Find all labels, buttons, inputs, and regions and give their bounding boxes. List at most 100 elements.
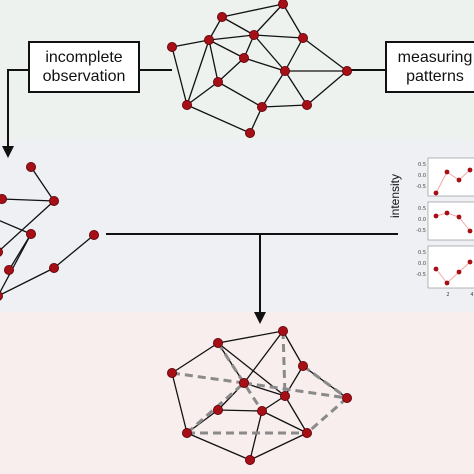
intensity-point: [467, 167, 473, 173]
intensity-axis-label: intensity: [388, 173, 402, 218]
network-edge: [186, 104, 251, 134]
reconstructed-node: [166, 367, 177, 378]
network-node: [301, 100, 312, 111]
intensity-point: [456, 269, 462, 275]
fragment-node: [49, 262, 60, 273]
fragment-edge: [0, 233, 32, 294]
x-tick-label: 2: [446, 292, 449, 298]
reconstructed-edge: [186, 432, 251, 461]
measuring-patterns-line-2: patterns: [406, 68, 464, 85]
intensity-point: [433, 213, 439, 219]
reconstructed-inferred-edge: [216, 342, 264, 412]
reconstructed-edge: [243, 330, 284, 384]
fragment-node: [25, 161, 36, 172]
intensity-point: [433, 190, 439, 196]
intensity-point: [467, 228, 473, 234]
network-edge: [208, 39, 219, 83]
reconstructed-network: [166, 325, 352, 465]
reconstructed-edge: [171, 372, 188, 434]
network-edge: [208, 34, 255, 41]
incomplete-observation-line-2: observation: [42, 68, 126, 85]
reconstructed-node: [212, 337, 223, 348]
network-node: [203, 35, 214, 46]
intensity-point: [456, 214, 462, 220]
measurement-band: [0, 140, 474, 312]
network-node: [256, 102, 267, 113]
fragment-edge: [0, 220, 32, 235]
y-tick-label: -0.5: [416, 184, 426, 190]
reconstructed-inferred-edge: [243, 381, 348, 400]
network-edge: [171, 39, 210, 48]
intensity-point: [433, 266, 439, 272]
reconstructed-edge: [171, 342, 219, 374]
arrow-to-partial-observations: [2, 69, 28, 158]
fragment-edge: [0, 200, 55, 252]
x-tick-label: 4: [470, 292, 473, 298]
fragment-edge: [30, 166, 55, 202]
fragment-edge: [1, 198, 55, 202]
fragment-node: [49, 195, 60, 206]
reconstructed-inferred-edge: [281, 330, 287, 397]
reconstructed-node: [212, 404, 223, 415]
intensity-point: [467, 259, 473, 265]
intensity-point: [456, 177, 462, 183]
network-edge: [253, 3, 284, 36]
network-node: [244, 127, 255, 138]
network-node: [248, 29, 259, 40]
partial-observation-network: [0, 161, 100, 301]
reconstructed-node: [297, 360, 308, 371]
network-edge: [221, 16, 255, 36]
reconstructed-edge: [261, 410, 308, 434]
network-edge: [284, 70, 308, 106]
network-edge: [302, 37, 348, 72]
intensity-series-line: [435, 169, 471, 194]
y-tick-label: -0.5: [416, 272, 426, 278]
fragment-node: [25, 228, 36, 239]
plot-series: [433, 167, 473, 286]
flow-connectors: [2, 69, 398, 324]
network-node: [216, 11, 227, 22]
reconstructed-node: [256, 405, 267, 416]
network-edge: [243, 57, 286, 72]
fragment-node: [0, 291, 3, 301]
reconstructed-edge: [284, 365, 304, 397]
reconstructed-node: [238, 377, 249, 388]
fragment-node: [89, 229, 100, 240]
reconstructed-node: [301, 427, 312, 438]
network-node: [212, 77, 223, 88]
intensity-point: [444, 280, 450, 286]
network-edge: [306, 70, 348, 106]
y-tick-label: 0.0: [418, 217, 426, 223]
network-edge: [186, 39, 210, 106]
reconstructed-inferred-edge: [306, 396, 348, 435]
reconstructed-edge: [249, 410, 263, 461]
reconstructed-inferred-edge: [302, 364, 348, 400]
network-edge: [217, 57, 245, 83]
y-tick-label: 0.0: [418, 261, 426, 267]
plot-panel-2: [427, 201, 474, 241]
y-tick-label: -0.5: [416, 228, 426, 234]
network-node: [166, 42, 177, 53]
reconstructed-node: [279, 390, 290, 401]
fragment-node: [0, 247, 3, 257]
fragment-edge: [0, 267, 55, 296]
network-node: [278, 0, 288, 9]
network-node: [181, 100, 192, 111]
reconstructed-node: [341, 392, 352, 403]
network-node: [279, 66, 290, 77]
fragment-node: [0, 194, 7, 204]
fragment-node: [4, 264, 14, 275]
ground-truth-network: [166, 0, 352, 138]
intensity-point: [444, 210, 450, 216]
intensity-series-line: [435, 212, 471, 232]
fragment-edge: [53, 234, 95, 269]
network-edge: [261, 104, 308, 108]
y-tick-label: 0.5: [418, 162, 426, 168]
network-edge: [284, 37, 304, 72]
reconstructed-edge: [284, 395, 308, 434]
y-tick-label: 0.0: [418, 173, 426, 179]
